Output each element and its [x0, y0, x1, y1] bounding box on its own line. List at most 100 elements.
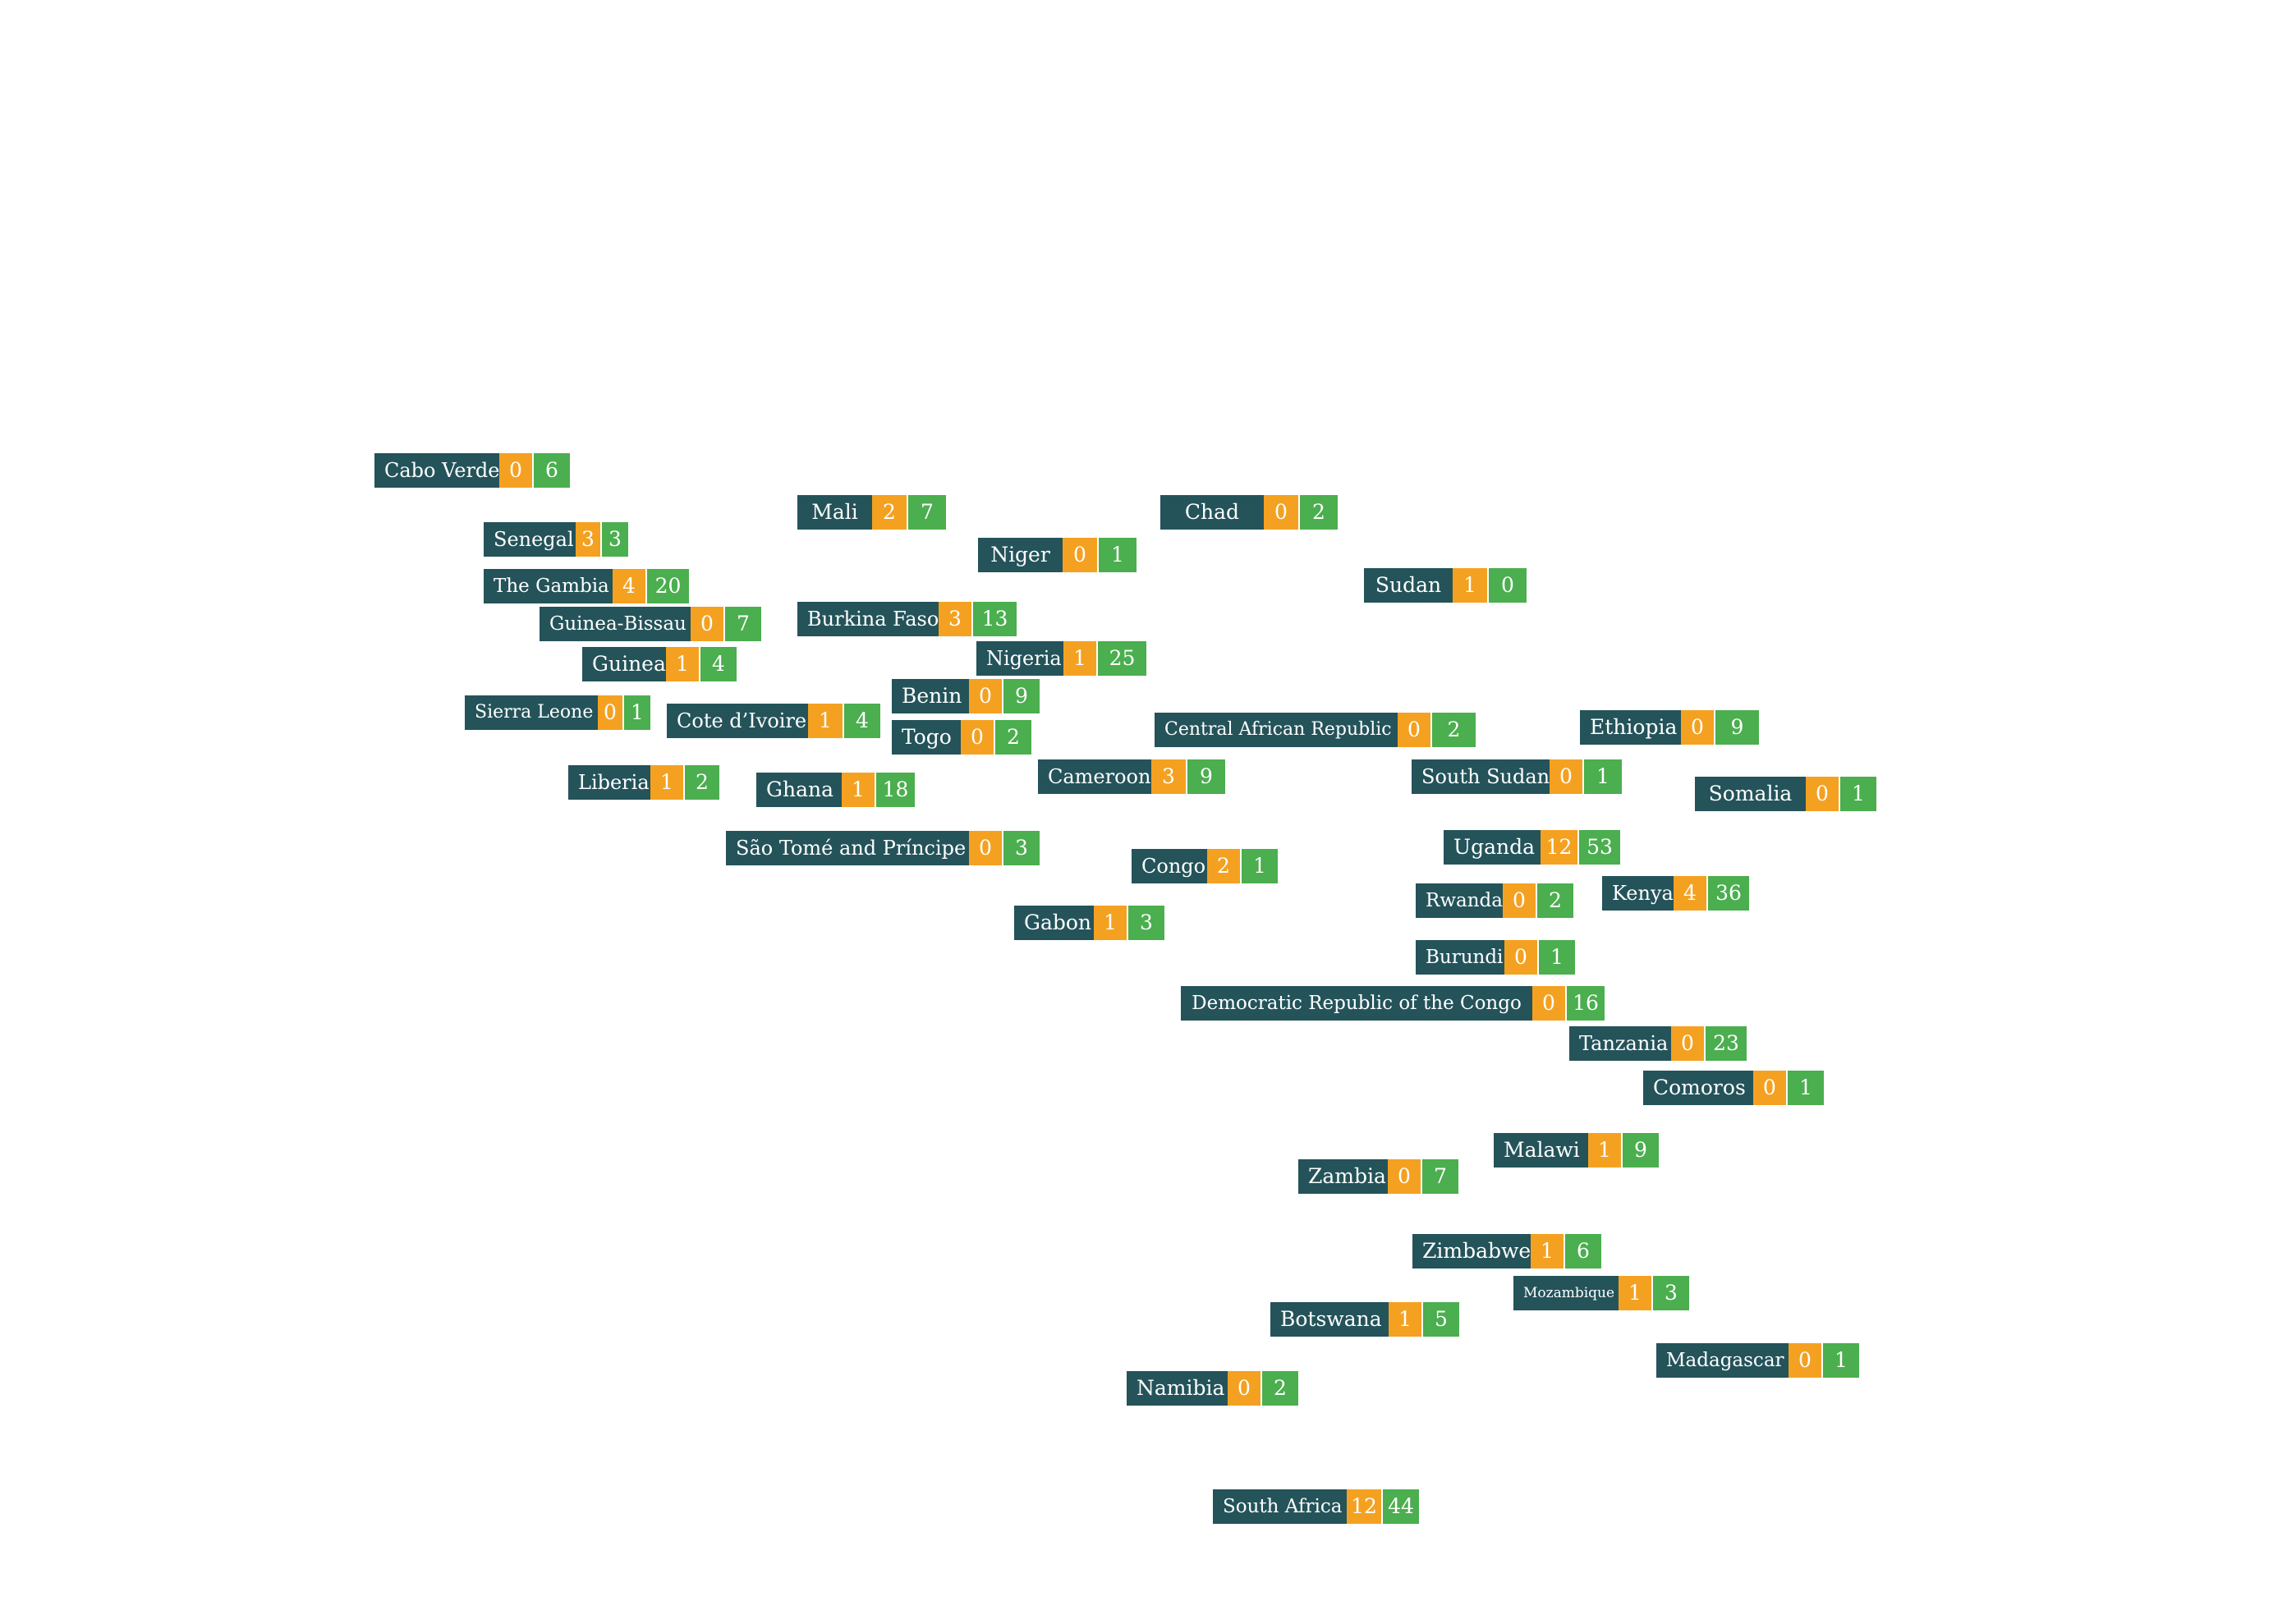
- value-green: 1: [1099, 538, 1137, 572]
- value-green: 25: [1098, 641, 1146, 676]
- value-orange: 2: [1207, 849, 1242, 883]
- country-name: Niger: [978, 538, 1063, 572]
- country-name: South Sudan: [1412, 759, 1550, 794]
- country-name: Tanzania: [1569, 1026, 1671, 1061]
- value-green: 1: [624, 695, 650, 730]
- country-name: Kenya: [1602, 876, 1674, 911]
- value-green: 4: [844, 704, 880, 738]
- value-green: 3: [602, 522, 628, 557]
- value-orange: 0: [1671, 1026, 1706, 1061]
- value-green: 2: [1300, 495, 1338, 530]
- country-name: Sierra Leone: [465, 695, 598, 730]
- value-orange: 0: [1550, 759, 1584, 794]
- value-green: 2: [995, 720, 1031, 755]
- value-orange: 0: [1504, 940, 1539, 975]
- country-name: The Gambia: [484, 569, 613, 603]
- country-name: Guinea-Bissau: [540, 607, 691, 641]
- country-name: Zimbabwe: [1412, 1234, 1531, 1268]
- value-green: 2: [1537, 883, 1573, 918]
- value-orange: 12: [1347, 1489, 1383, 1524]
- value-orange: 0: [1789, 1343, 1823, 1378]
- country-name: Rwanda: [1416, 883, 1503, 918]
- value-green: 53: [1579, 830, 1620, 865]
- value-green: 5: [1423, 1302, 1459, 1337]
- value-green: 4: [700, 647, 737, 681]
- value-orange: 3: [1151, 759, 1187, 794]
- value-orange: 0: [1398, 713, 1432, 747]
- country-name: Togo: [892, 720, 961, 755]
- value-green: 1: [1788, 1071, 1824, 1105]
- value-green: 1: [1242, 849, 1278, 883]
- value-green: 9: [1187, 759, 1225, 794]
- value-orange: 0: [1228, 1371, 1262, 1406]
- value-green: 9: [1003, 679, 1040, 713]
- country-name: Nigeria: [976, 641, 1063, 676]
- value-orange: 4: [613, 569, 647, 603]
- country-name: Congo: [1132, 849, 1207, 883]
- country-name: Uganda: [1444, 830, 1541, 865]
- value-orange: 12: [1541, 830, 1579, 865]
- country-name: Benin: [892, 679, 969, 713]
- value-green: 7: [1422, 1159, 1458, 1194]
- value-orange: 0: [1063, 538, 1099, 572]
- country-name: Madagascar: [1656, 1343, 1789, 1378]
- value-orange: 3: [939, 602, 973, 636]
- value-green: 7: [725, 607, 761, 641]
- country-name: Senegal: [484, 522, 576, 557]
- value-orange: 1: [1531, 1234, 1565, 1268]
- value-orange: 0: [1503, 883, 1537, 918]
- value-green: 2: [1432, 713, 1476, 747]
- country-name: Ghana: [756, 773, 842, 807]
- value-green: 1: [1539, 940, 1575, 975]
- value-orange: 3: [576, 522, 602, 557]
- value-orange: 0: [961, 720, 995, 755]
- country-name: Mozambique: [1513, 1276, 1619, 1310]
- value-orange: 1: [1094, 906, 1128, 940]
- value-orange: 1: [808, 704, 844, 738]
- country-name: Cabo Verde: [374, 453, 499, 488]
- value-green: 3: [1128, 906, 1164, 940]
- value-orange: 1: [1063, 641, 1098, 676]
- value-orange: 0: [1806, 777, 1840, 811]
- country-name: Liberia: [568, 765, 650, 800]
- country-name: Mali: [797, 495, 872, 530]
- value-green: 0: [1489, 568, 1527, 603]
- country-name: Botswana: [1270, 1302, 1389, 1337]
- value-green: 44: [1383, 1489, 1419, 1524]
- country-name: Comoros: [1643, 1071, 1753, 1105]
- country-name: Sudan: [1364, 568, 1453, 603]
- value-green: 1: [1584, 759, 1622, 794]
- value-green: 18: [876, 773, 915, 807]
- country-name: Burundi: [1416, 940, 1504, 975]
- country-name: Central African Republic: [1155, 713, 1398, 747]
- value-orange: 0: [499, 453, 534, 488]
- country-name: Cote d’Ivoire: [667, 704, 808, 738]
- value-orange: 0: [1753, 1071, 1788, 1105]
- country-name: Ethiopia: [1580, 710, 1681, 745]
- value-green: 36: [1708, 876, 1749, 911]
- country-name: Guinea: [582, 647, 666, 681]
